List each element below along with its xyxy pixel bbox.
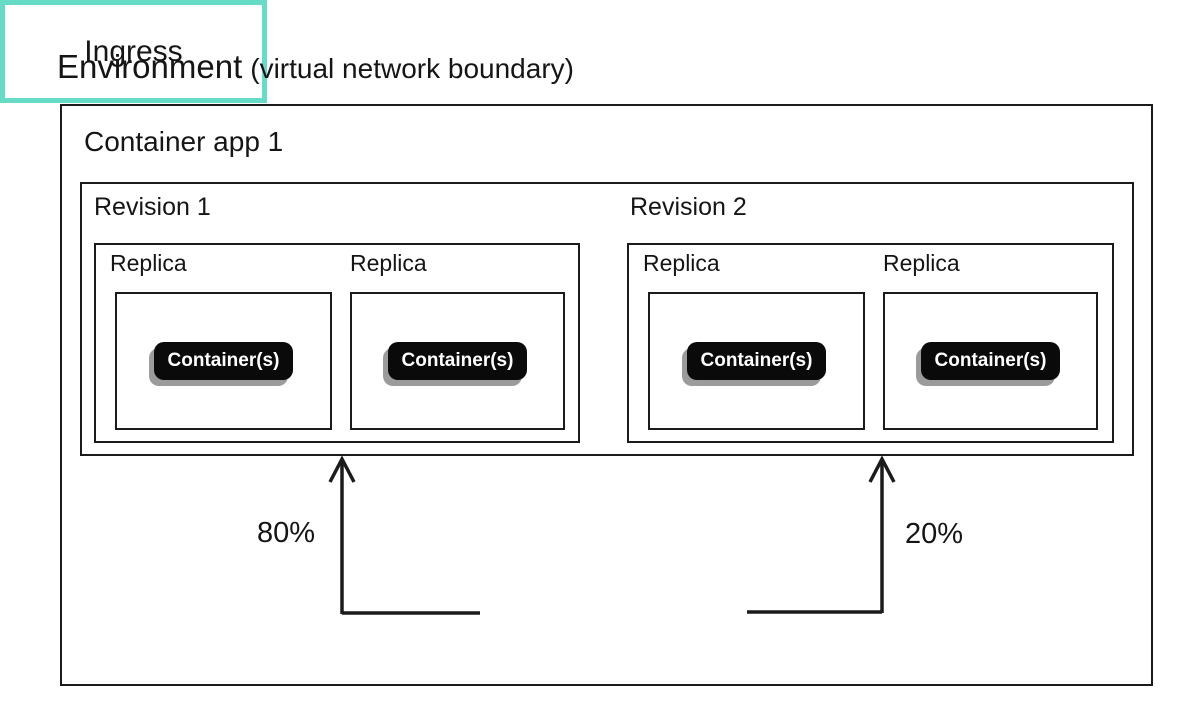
traffic-arrow-revision-2 (747, 455, 896, 614)
revision-2-replica-2-label: Replica (883, 250, 960, 276)
container-badge: Container(s) (920, 342, 1061, 380)
traffic-arrow-revision-1 (328, 455, 480, 615)
revision-2-replica-1-box: Container(s) (648, 292, 865, 430)
environment-title: Environment(virtual network boundary) (57, 48, 574, 86)
revision-2-replica-2-box: Container(s) (883, 292, 1098, 430)
revision-1-replica-1-label: Replica (110, 250, 187, 276)
environment-title-suffix: (virtual network boundary) (250, 53, 574, 84)
revision-1-replica-2-label: Replica (350, 250, 427, 276)
container-badge: Container(s) (686, 342, 827, 380)
ingress-box: Ingress (0, 0, 267, 103)
revision-1-box: Replica Container(s) Replica Container(s… (94, 243, 580, 443)
environment-title-text: Environment (57, 48, 243, 85)
revision-1-replica-1-box: Container(s) (115, 292, 332, 430)
traffic-percent-revision-1: 80% (257, 517, 316, 549)
container-badge: Container(s) (153, 342, 294, 380)
container-app-box (80, 182, 1134, 456)
revision-2-replica-1-label: Replica (643, 250, 720, 276)
revision-1-label: Revision 1 (94, 193, 211, 221)
revision-2-box: Replica Container(s) Replica Container(s… (627, 243, 1114, 443)
revision-2-label: Revision 2 (630, 193, 747, 221)
environment-box (60, 104, 1153, 686)
container-app-label: Container app 1 (84, 126, 284, 157)
revision-1-replica-2-box: Container(s) (350, 292, 565, 430)
ingress-label: Ingress (84, 34, 183, 68)
container-badge: Container(s) (387, 342, 528, 380)
traffic-percent-revision-2: 20% (905, 518, 964, 550)
